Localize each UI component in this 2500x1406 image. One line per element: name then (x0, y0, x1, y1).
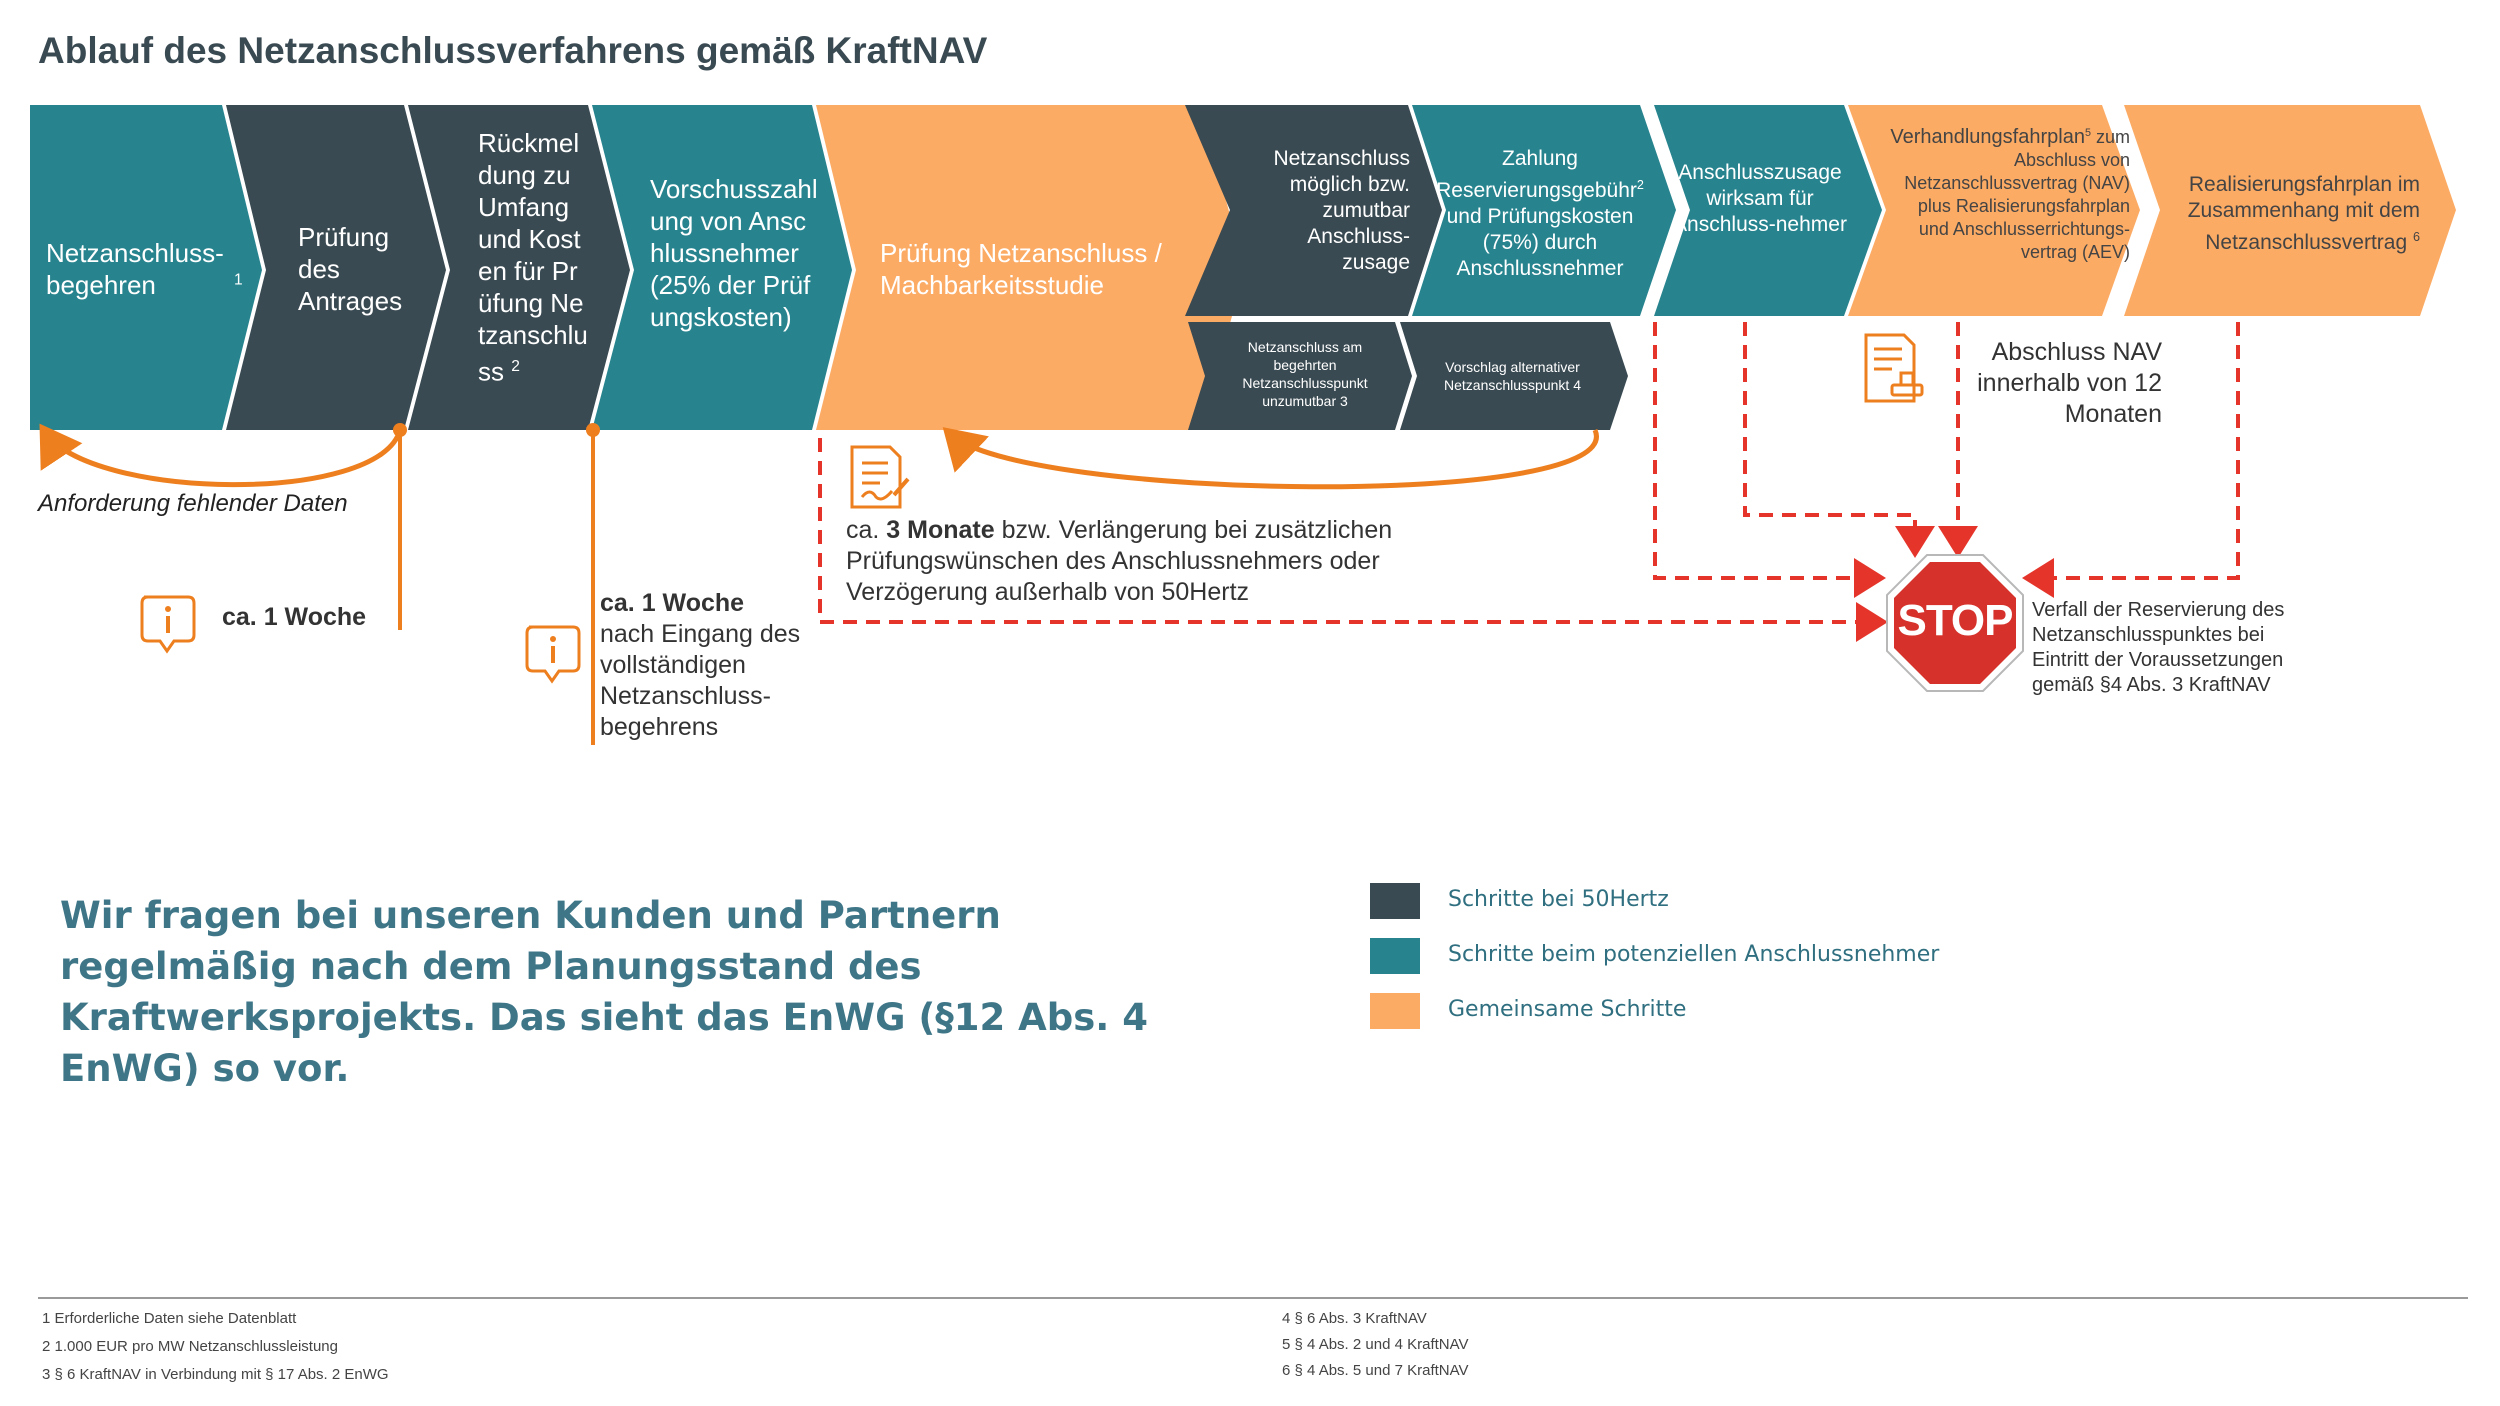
step-5-chevron (816, 105, 1245, 430)
step-7-text: Zahlung Reservierungsgebühr (1436, 147, 1637, 202)
legend-swatch-teal (1370, 938, 1420, 974)
info-icon (525, 625, 581, 684)
step-6b-label: Netzanschluss am begehrten Netzanschluss… (1242, 339, 1368, 409)
step-9-sup: 5 (2084, 127, 2091, 139)
document-signature-icon (850, 445, 910, 509)
months-rest: bzw. Verlängerung bei zusätzlichen Prüfu… (846, 516, 1393, 606)
step-9-chevron (1848, 105, 2140, 316)
step-8-label: Anschlusszusage wirksam für Anschluss-ne… (1673, 161, 1847, 236)
step-9-text-rest: zum Abschluss von Netzanschlussvertrag (… (1904, 127, 2130, 262)
stop-sign-icon (1886, 554, 2024, 692)
legend-label: Schritte beim potenziellen Anschlussnehm… (1448, 942, 1940, 967)
step-7-sup: 2 (1636, 178, 1644, 192)
step-3-text: Rückmeldung zu Umfang und Kosten für Prü… (478, 128, 588, 387)
step-8-chevron (1654, 105, 1882, 316)
info-icon (140, 595, 196, 654)
footnote-4: 4 § 6 Abs. 3 KraftNAV (1282, 1310, 1427, 1327)
step-7-text-rest: und Prüfungskosten (75%) durch Anschluss… (1446, 205, 1634, 280)
page-title: Ablauf des Netzanschlussverfahrens gemäß… (38, 30, 988, 71)
dashed-path-10-to-stop (2022, 322, 2240, 598)
missing-data-loop-arrow (39, 423, 403, 488)
step-1-label: Netzanschluss-begehren 1 (46, 237, 246, 301)
step-1-text: Netzanschluss-begehren (46, 238, 224, 300)
extension-loop-arrow (942, 427, 1599, 490)
step-5-label: Prüfung Netzanschluss / Machbarkeitsstud… (880, 238, 1162, 300)
footnote-divider (38, 1297, 2468, 1299)
legend-label: Gemeinsame Schritte (1448, 997, 1687, 1022)
dashed-path-8-to-stop (1743, 322, 1935, 558)
step-3-sup: 2 (511, 358, 520, 375)
step-2-label: Prüfung des Antrages (298, 222, 403, 316)
step-10-chevron (2124, 105, 2456, 316)
dashed-path-study-to-stop (818, 438, 1888, 642)
step-4-label: Vorschusszahlung von Anschlussnehmer (25… (650, 174, 818, 332)
footnote-6: 6 § 4 Abs. 5 und 7 KraftNAV (1282, 1362, 1469, 1379)
week-1-label: ca. 1 Woche (222, 603, 367, 631)
step-10-label: Realisierungsfahrplan im Zusammenhang mi… (2165, 172, 2420, 256)
step-7-chevron (1412, 105, 1676, 316)
months-bold: 3 Monate (886, 516, 995, 544)
step-2-chevron (226, 105, 446, 430)
footnote-1: 1 Erforderliche Daten siehe Datenblatt (42, 1310, 297, 1327)
step-1-sup: 1 (234, 271, 243, 289)
step-7b-chevron (1400, 322, 1628, 430)
step-10-sup: 6 (2412, 230, 2420, 244)
nav-deadline-label: Abschluss NAV innerhalb von 12 Monaten (1977, 338, 2162, 428)
legend-swatch-orange (1370, 993, 1420, 1029)
week-2-label: ca. 1 Woche nach Eingang des vollständig… (600, 588, 860, 743)
footnote-3: 3 § 6 KraftNAV in Verbindung mit § 17 Ab… (42, 1366, 389, 1383)
step-4-chevron (592, 105, 852, 430)
step-6-chevron (1185, 105, 1442, 316)
week-2-rest: nach Eingang des vollständigen Netzansch… (600, 620, 801, 741)
planning-statement: Wir fragen bei unseren Kunden und Partne… (60, 894, 1148, 1090)
step-7b-label: Vorschlag alternativer Netzanschlusspunk… (1444, 359, 1581, 393)
step-9-text: Verhandlungsfahrplan (1890, 126, 2085, 148)
step-10-text: Realisierungsfahrplan im Zusammenhang mi… (2187, 173, 2420, 254)
footnote-2: 2 1.000 EUR pro MW Netzanschlussleistung (42, 1338, 338, 1355)
document-stamp-icon (1864, 333, 1924, 403)
step-6-label: Netzanschluss möglich bzw. zumutbar Ansc… (1273, 147, 1410, 274)
legend-swatch-dark (1370, 883, 1420, 919)
months-label: ca. 3 Monate bzw. Verlängerung bei zusät… (846, 515, 1446, 608)
step-3-chevron (408, 105, 630, 430)
step-7-label: Zahlung Reservierungsgebühr2 und Prüfung… (1430, 146, 1650, 282)
months-pre: ca. (846, 516, 887, 544)
step-9-label: Verhandlungsfahrplan5 zum Abschluss von … (1885, 122, 2130, 264)
step-3-label: Rückmeldung zu Umfang und Kosten für Prü… (478, 127, 590, 388)
legend-label: Schritte bei 50Hertz (1448, 887, 1669, 912)
step-1-chevron (30, 105, 262, 430)
missing-data-label: Anforderung fehlender Daten (38, 490, 348, 517)
stop-sign-text: STOP (1897, 596, 2013, 645)
dashed-path-zusage-to-stop (1653, 322, 1886, 598)
week-2-bold: ca. 1 Woche (600, 589, 745, 617)
stop-explanation: Verfall der Reservierung des Netzanschlu… (2032, 599, 2285, 696)
step-6b-chevron (1188, 322, 1412, 430)
footnote-5: 5 § 4 Abs. 2 und 4 KraftNAV (1282, 1336, 1469, 1353)
